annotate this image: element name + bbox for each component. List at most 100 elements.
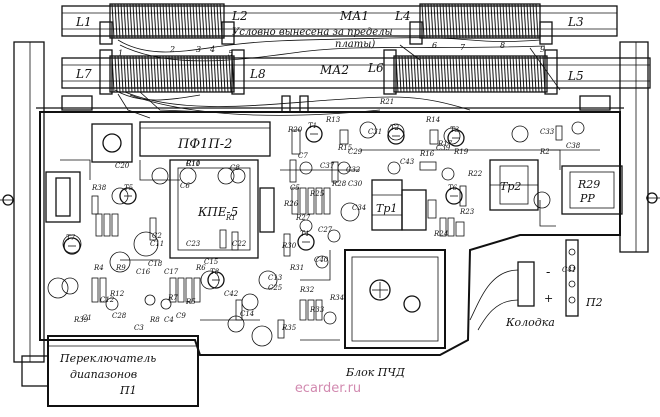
designator-label: C22 — [232, 240, 247, 248]
coil-turn — [478, 3, 482, 39]
designator-label: C39 — [436, 144, 451, 152]
designator-label: C12 — [100, 296, 115, 304]
coil-turn — [452, 55, 456, 93]
designator-label: C30 — [348, 180, 363, 188]
coil-turn — [505, 3, 509, 39]
labels: L1 L2 МА1 L4 L3 Условно вынесена за пред… — [59, 9, 603, 397]
watermark: ecarder.ru — [294, 381, 362, 396]
designator-label: C13 — [268, 274, 283, 282]
coil-turn — [419, 55, 423, 93]
coil-turn — [454, 3, 458, 39]
resistor — [169, 277, 177, 303]
capacitor — [241, 293, 259, 311]
rod-clips-top — [99, 21, 553, 45]
coil-turn — [147, 3, 151, 39]
coil-turn — [448, 3, 452, 39]
coil-turn — [183, 3, 187, 39]
coil-turn — [463, 3, 467, 39]
coil-turn — [126, 3, 130, 39]
resistor — [219, 229, 227, 249]
label-plus: + — [544, 292, 553, 305]
coil-turn — [138, 55, 142, 93]
resistor — [149, 217, 157, 241]
designator-label: R7 — [167, 294, 178, 302]
coil-turn — [424, 3, 428, 39]
designator-label: R32 — [299, 286, 315, 294]
resistor — [331, 161, 339, 183]
coil-turn — [446, 55, 450, 93]
transistor — [207, 271, 225, 289]
coil-turn — [427, 3, 431, 39]
resistor — [95, 213, 103, 237]
coil-turn — [126, 55, 130, 93]
coil-turn — [189, 55, 193, 93]
coil-turn — [219, 55, 223, 93]
coil-turn — [455, 55, 459, 93]
designator-label: C10 — [186, 160, 201, 168]
coil-turn — [518, 55, 522, 93]
transistor — [305, 125, 323, 143]
coil-turn — [500, 55, 504, 93]
coil-turn — [135, 55, 139, 93]
coil-turn — [497, 55, 501, 93]
coil-body — [109, 55, 235, 93]
transistor-label: Т8 — [210, 268, 220, 276]
coil-body — [109, 3, 225, 39]
coil-turn — [129, 3, 133, 39]
coil-turn — [120, 3, 124, 39]
coil-turn — [539, 55, 543, 93]
transistor-label: Т2 — [390, 124, 400, 132]
label-tp2: Тр2 — [500, 180, 521, 193]
designator-label: C2 — [152, 232, 162, 240]
label-socket: Колодка — [505, 316, 555, 329]
label-l7: L7 — [75, 67, 92, 81]
resistor — [283, 233, 291, 257]
ferrite-rod-ma2 — [61, 57, 651, 89]
component-group — [47, 121, 600, 347]
capacitor — [105, 297, 119, 311]
coil-turn — [171, 55, 175, 93]
volume-control-r29 — [561, 165, 623, 215]
coil-turn — [466, 3, 470, 39]
designator-label: C27 — [318, 226, 333, 234]
coil-turn — [413, 55, 417, 93]
label-l3: L3 — [567, 15, 584, 29]
pin-label: 7 — [460, 43, 466, 52]
trace — [539, 200, 556, 227]
resistor — [419, 161, 437, 171]
coil-turn — [443, 55, 447, 93]
resistor — [315, 299, 323, 321]
coil-turn — [183, 55, 187, 93]
coil-turn — [509, 55, 513, 93]
coil-turn — [222, 55, 226, 93]
designator-label: C1 — [82, 314, 92, 322]
coil-turn — [487, 3, 491, 39]
coil-turn — [527, 55, 531, 93]
label-p2: П2 — [585, 296, 603, 309]
coil-turn — [506, 55, 510, 93]
capacitor — [387, 161, 401, 175]
coil-turn — [207, 3, 211, 39]
resistor — [299, 187, 307, 215]
resistor — [185, 277, 193, 303]
designator-label: C18 — [148, 260, 163, 268]
coil-turn — [482, 55, 486, 93]
coil-turn — [422, 55, 426, 93]
resistor — [455, 221, 465, 237]
label-l6: L6 — [367, 61, 384, 75]
resistor — [427, 199, 437, 219]
coil-turn — [416, 55, 420, 93]
coil-turn — [524, 55, 528, 93]
coil-turn — [195, 3, 199, 39]
pin-label: 1 — [118, 49, 123, 58]
transistor-label: Т4 — [300, 230, 309, 238]
resistor — [339, 129, 349, 145]
variable-capacitor-kpe — [169, 159, 275, 259]
label-minus: - — [546, 265, 550, 280]
coil-turn — [491, 55, 495, 93]
coil-turn — [461, 55, 465, 93]
coil-turn — [150, 3, 154, 39]
designator-label: R39 — [73, 316, 89, 324]
coil-turn — [511, 3, 515, 39]
coil-turn — [514, 3, 518, 39]
